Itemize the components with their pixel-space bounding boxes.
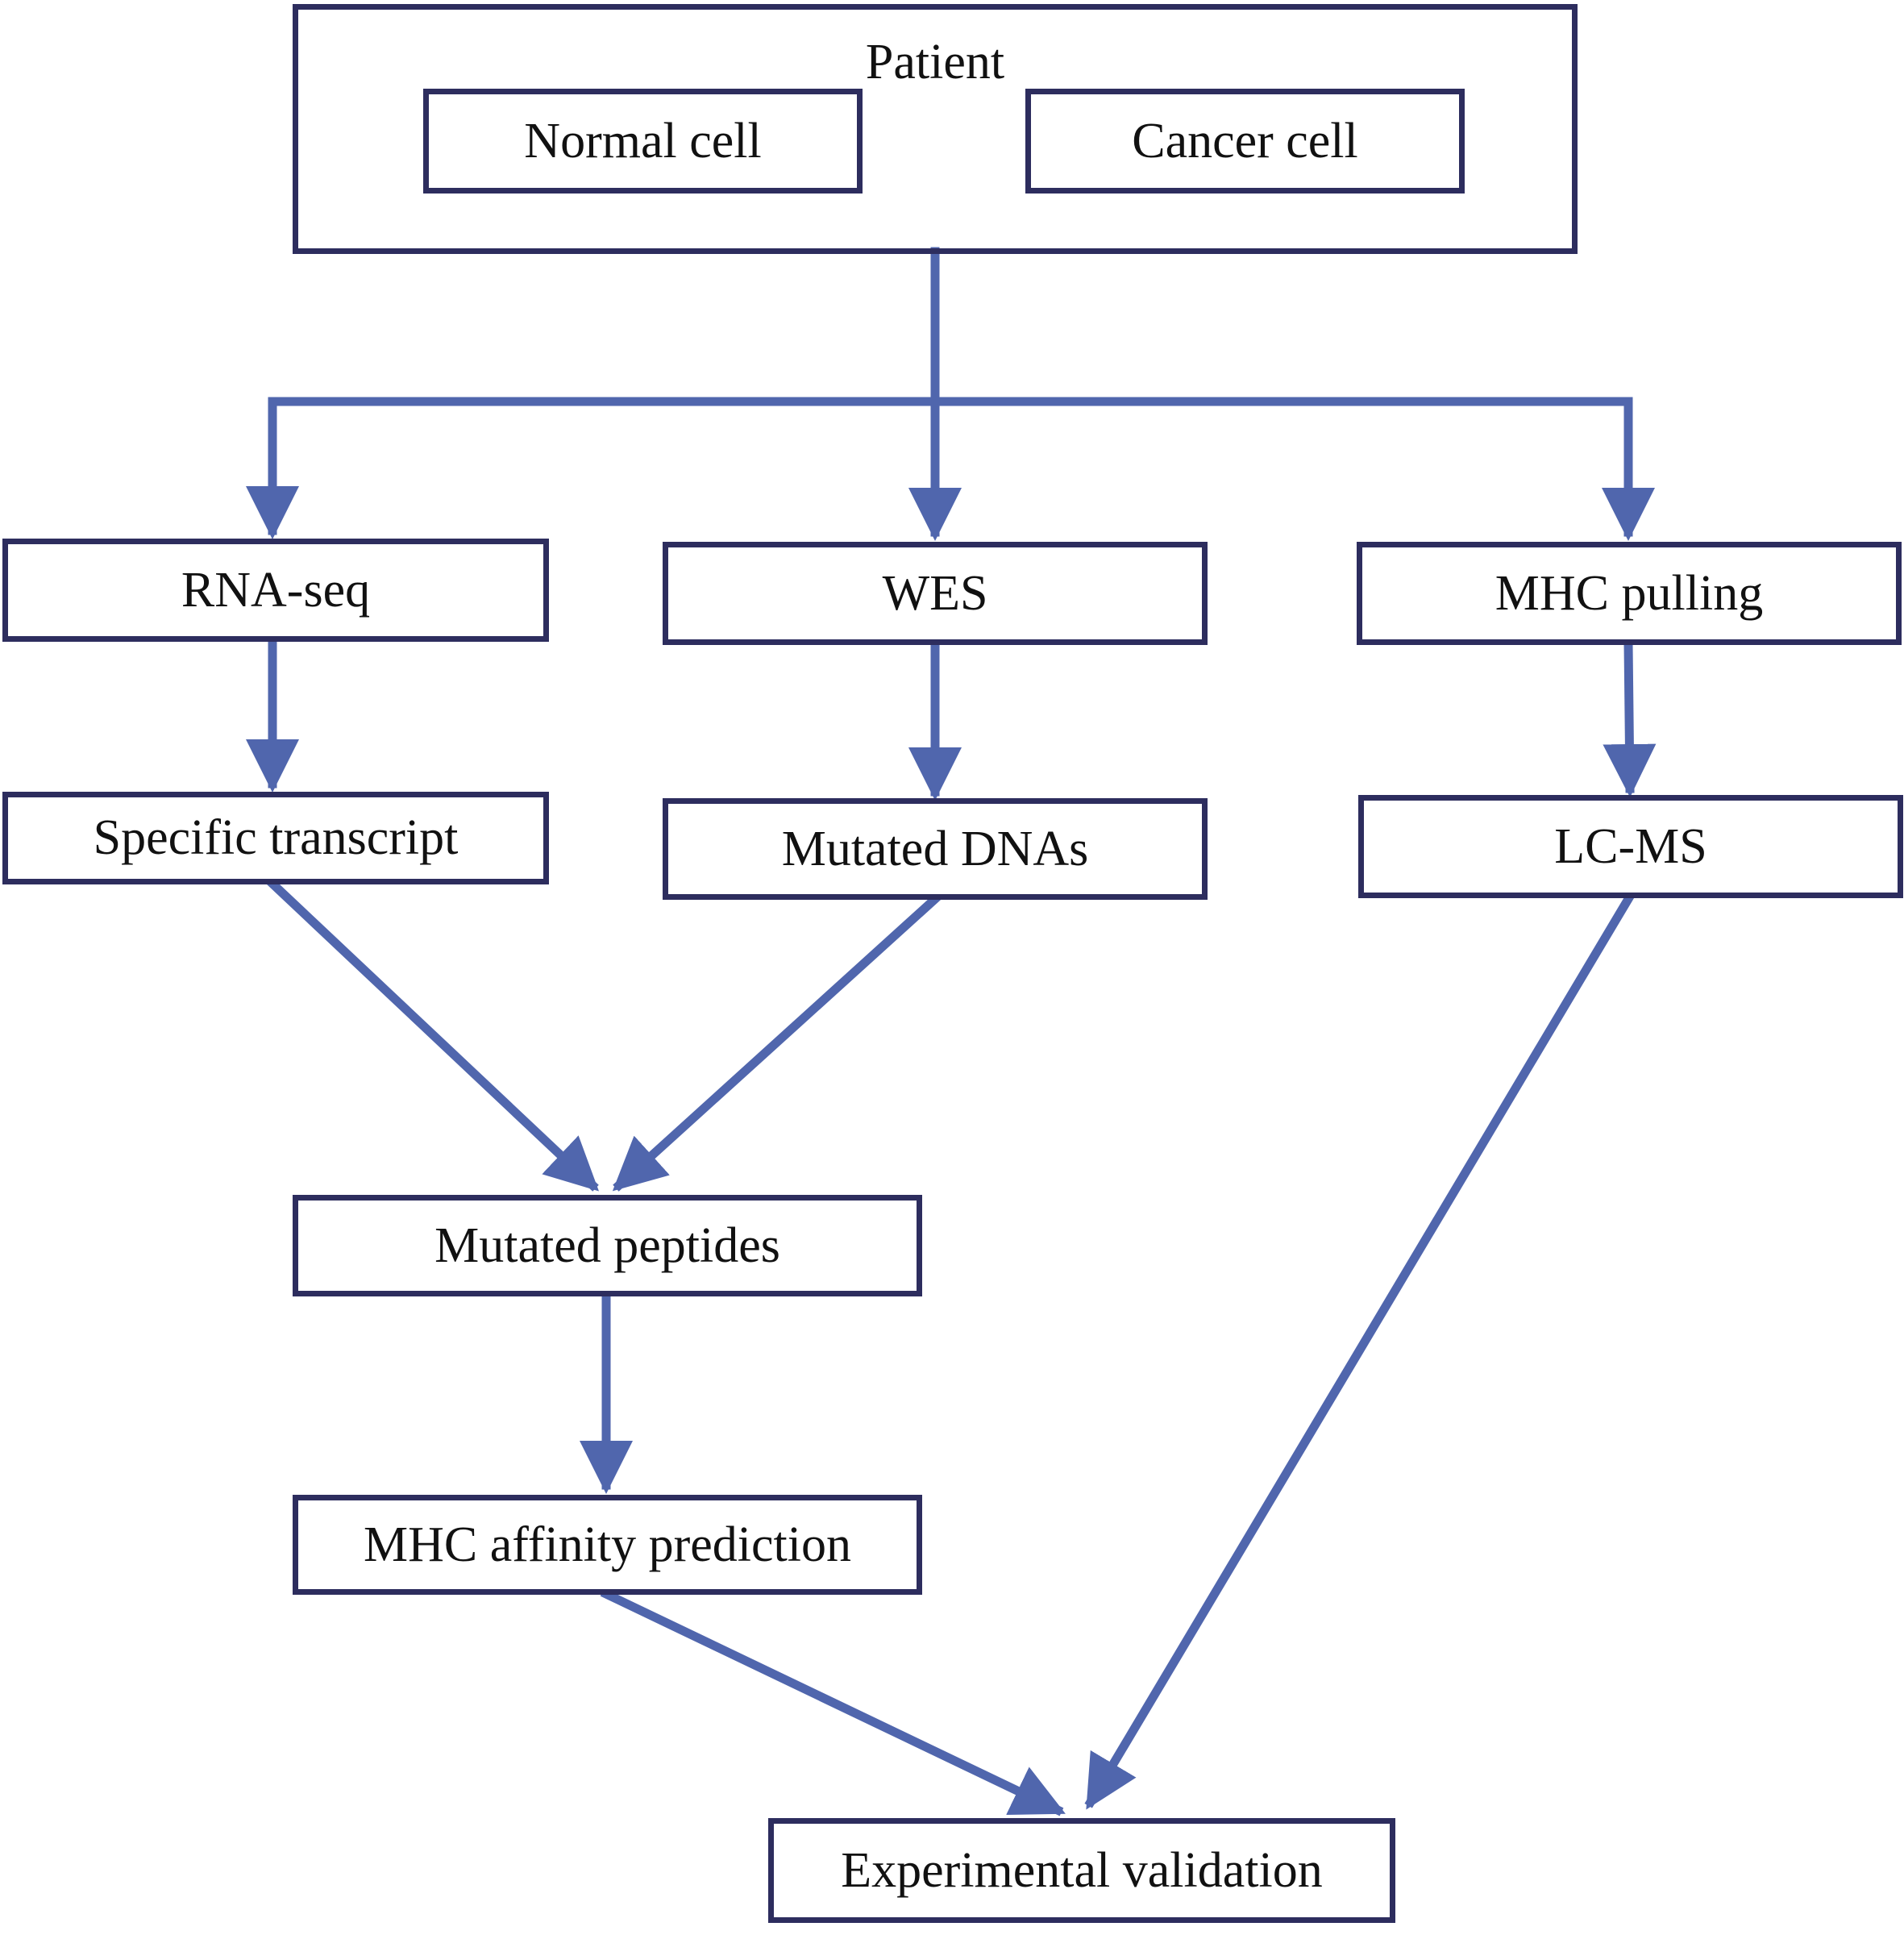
wes-box: WES: [663, 542, 1208, 645]
connector-lcms-to-validation: [1084, 893, 1635, 1810]
connector-affinity-to-validation: [600, 1588, 1066, 1816]
connector-mhc-pulling-to-lcms: [1603, 639, 1657, 797]
mutated-peptides-box: Mutated peptides: [293, 1195, 922, 1296]
specific-transcript-box: Specific transcript: [2, 792, 549, 884]
specific-transcript-label: Specific transcript: [93, 810, 459, 865]
experimental-validation-label: Experimental validation: [841, 1842, 1323, 1898]
mhc-affinity-prediction-box: MHC affinity prediction: [293, 1495, 922, 1595]
rna-seq-box: RNA-seq: [2, 539, 549, 642]
mutated-dnas-label: Mutated DNAs: [781, 821, 1089, 876]
connector-dnas-to-peptides: [612, 893, 942, 1192]
connector-transcript-to-peptides: [266, 877, 600, 1192]
lc-ms-box: LC-MS: [1358, 795, 1903, 898]
normal-cell-box: Normal cell: [423, 89, 863, 194]
normal-cell-label: Normal cell: [524, 113, 762, 169]
mhc-pulling-label: MHC pulling: [1495, 565, 1764, 621]
mutated-dnas-box: Mutated DNAs: [663, 798, 1208, 900]
wes-label: WES: [882, 565, 988, 621]
cancer-cell-label: Cancer cell: [1132, 113, 1358, 169]
experimental-validation-box: Experimental validation: [768, 1818, 1395, 1923]
patient-box: Patient: [293, 4, 1578, 254]
mutated-peptides-label: Mutated peptides: [434, 1217, 780, 1273]
mhc-affinity-prediction-label: MHC affinity prediction: [364, 1517, 851, 1572]
patient-label: Patient: [865, 35, 1005, 89]
lc-ms-label: LC-MS: [1554, 818, 1707, 874]
mhc-pulling-box: MHC pulling: [1357, 542, 1902, 645]
rna-seq-label: RNA-seq: [181, 562, 371, 618]
cancer-cell-box: Cancer cell: [1025, 89, 1465, 194]
